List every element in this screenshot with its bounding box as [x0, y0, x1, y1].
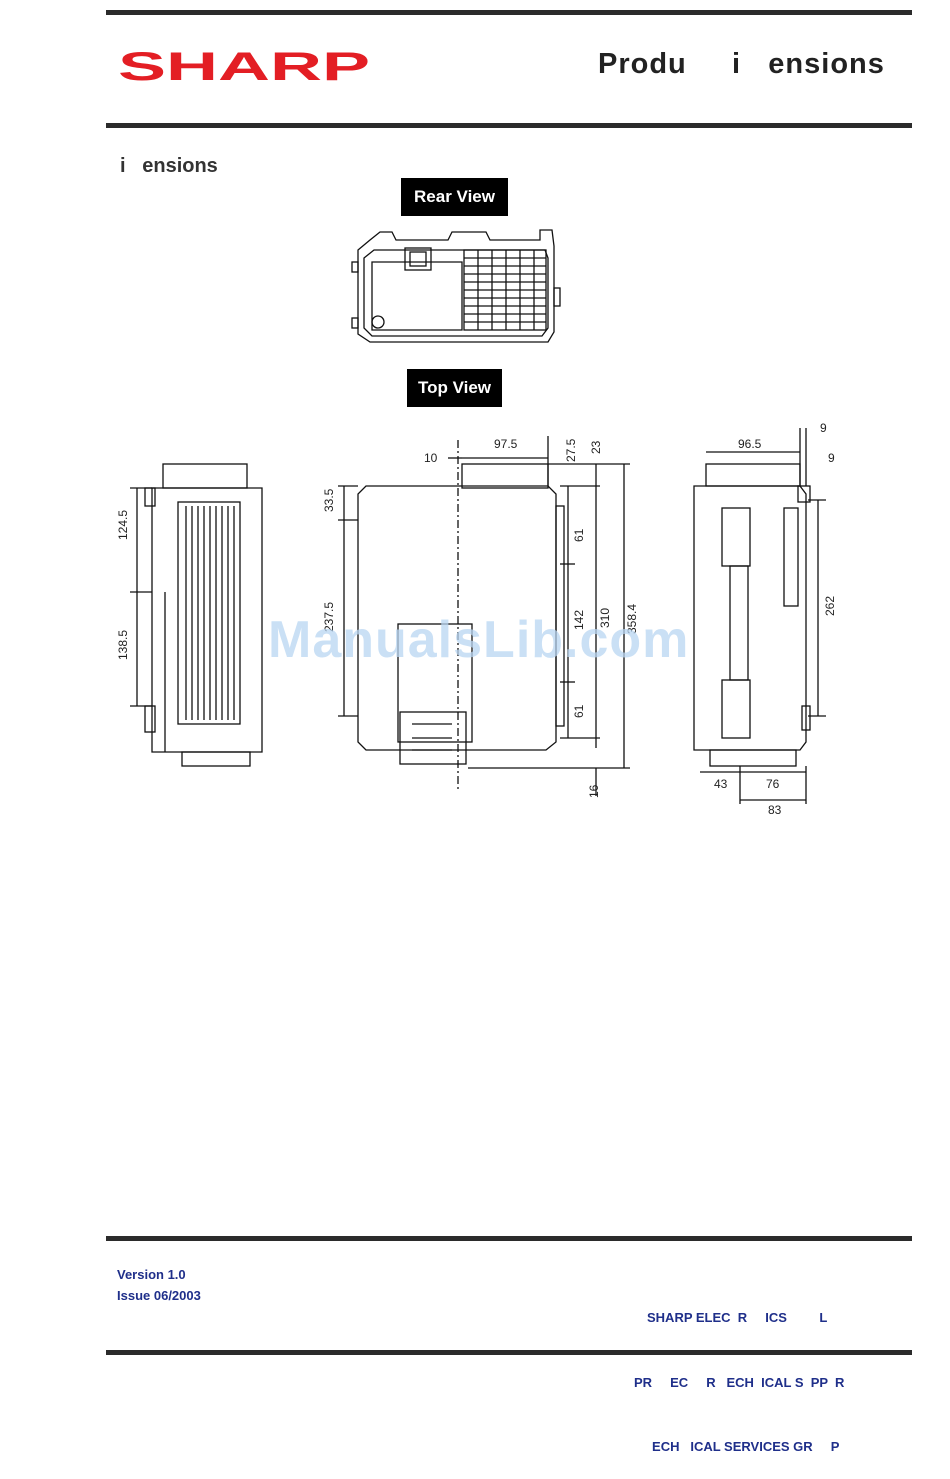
dim-76: 76 [766, 777, 780, 791]
dimension-labels: 124.5 138.5 10 97.5 27.5 23 33.5 237.5 6… [116, 421, 837, 817]
dimension-drawing: 124.5 138.5 10 97.5 27.5 23 33.5 237.5 6… [116, 229, 837, 817]
section-title: i ensions [120, 155, 218, 177]
sharp-logo: SHARP [118, 48, 370, 84]
svg-text:SHARP: SHARP [118, 48, 370, 84]
footer-issue: Issue 06/2003 [117, 1288, 201, 1303]
footer-top-rule [106, 1236, 912, 1241]
dim-97-5: 97.5 [494, 437, 518, 451]
dim-61-bottom: 61 [572, 704, 586, 718]
bottom-rule [106, 1350, 912, 1355]
footer-version: Version 1.0 [117, 1267, 186, 1282]
dim-124-5: 124.5 [116, 510, 130, 540]
dim-237-5: 237.5 [322, 602, 336, 632]
dim-27-5: 27.5 [564, 438, 578, 462]
dim-96-5: 96.5 [738, 437, 762, 451]
manualslib-watermark: ManualsLib.com [268, 611, 690, 669]
dim-43: 43 [714, 777, 728, 791]
dim-138-5: 138.5 [116, 630, 130, 660]
footer-version-block: Version 1.0 Issue 06/2003 [117, 1264, 201, 1306]
rear-view-label: Rear View [401, 178, 508, 216]
dim-10: 10 [424, 451, 438, 465]
top-rule [106, 10, 912, 15]
dim-23: 23 [589, 440, 603, 454]
header-rule [106, 123, 912, 128]
dim-61-top: 61 [572, 528, 586, 542]
footer-company-line2: PR EC R ECH ICAL S PP R [634, 1374, 845, 1390]
top-view-drawing [338, 436, 630, 796]
dim-16: 16 [587, 784, 601, 798]
page-title: Produ i ensions [598, 48, 885, 80]
dim-262: 262 [823, 596, 837, 616]
dim-83: 83 [768, 803, 782, 817]
rear-view-drawing [351, 229, 561, 343]
dim-142: 142 [572, 610, 586, 630]
dim-9-upper: 9 [820, 421, 827, 435]
footer-company-line3: ECH ICAL SERVICES GR P [634, 1439, 840, 1454]
dim-9-lower: 9 [828, 451, 835, 465]
dim-358-4: 358.4 [625, 604, 639, 634]
right-side-view-drawing [693, 428, 826, 804]
footer-company-block: SHARP ELEC R ICS L PR EC R ECH ICAL S PP… [620, 1264, 880, 1479]
top-view-label: Top View [407, 369, 502, 407]
dim-310: 310 [598, 608, 612, 628]
left-side-view-drawing [130, 463, 263, 767]
footer-company-line1: SHARP ELEC R ICS L [647, 1310, 828, 1325]
dim-33-5: 33.5 [322, 488, 336, 512]
